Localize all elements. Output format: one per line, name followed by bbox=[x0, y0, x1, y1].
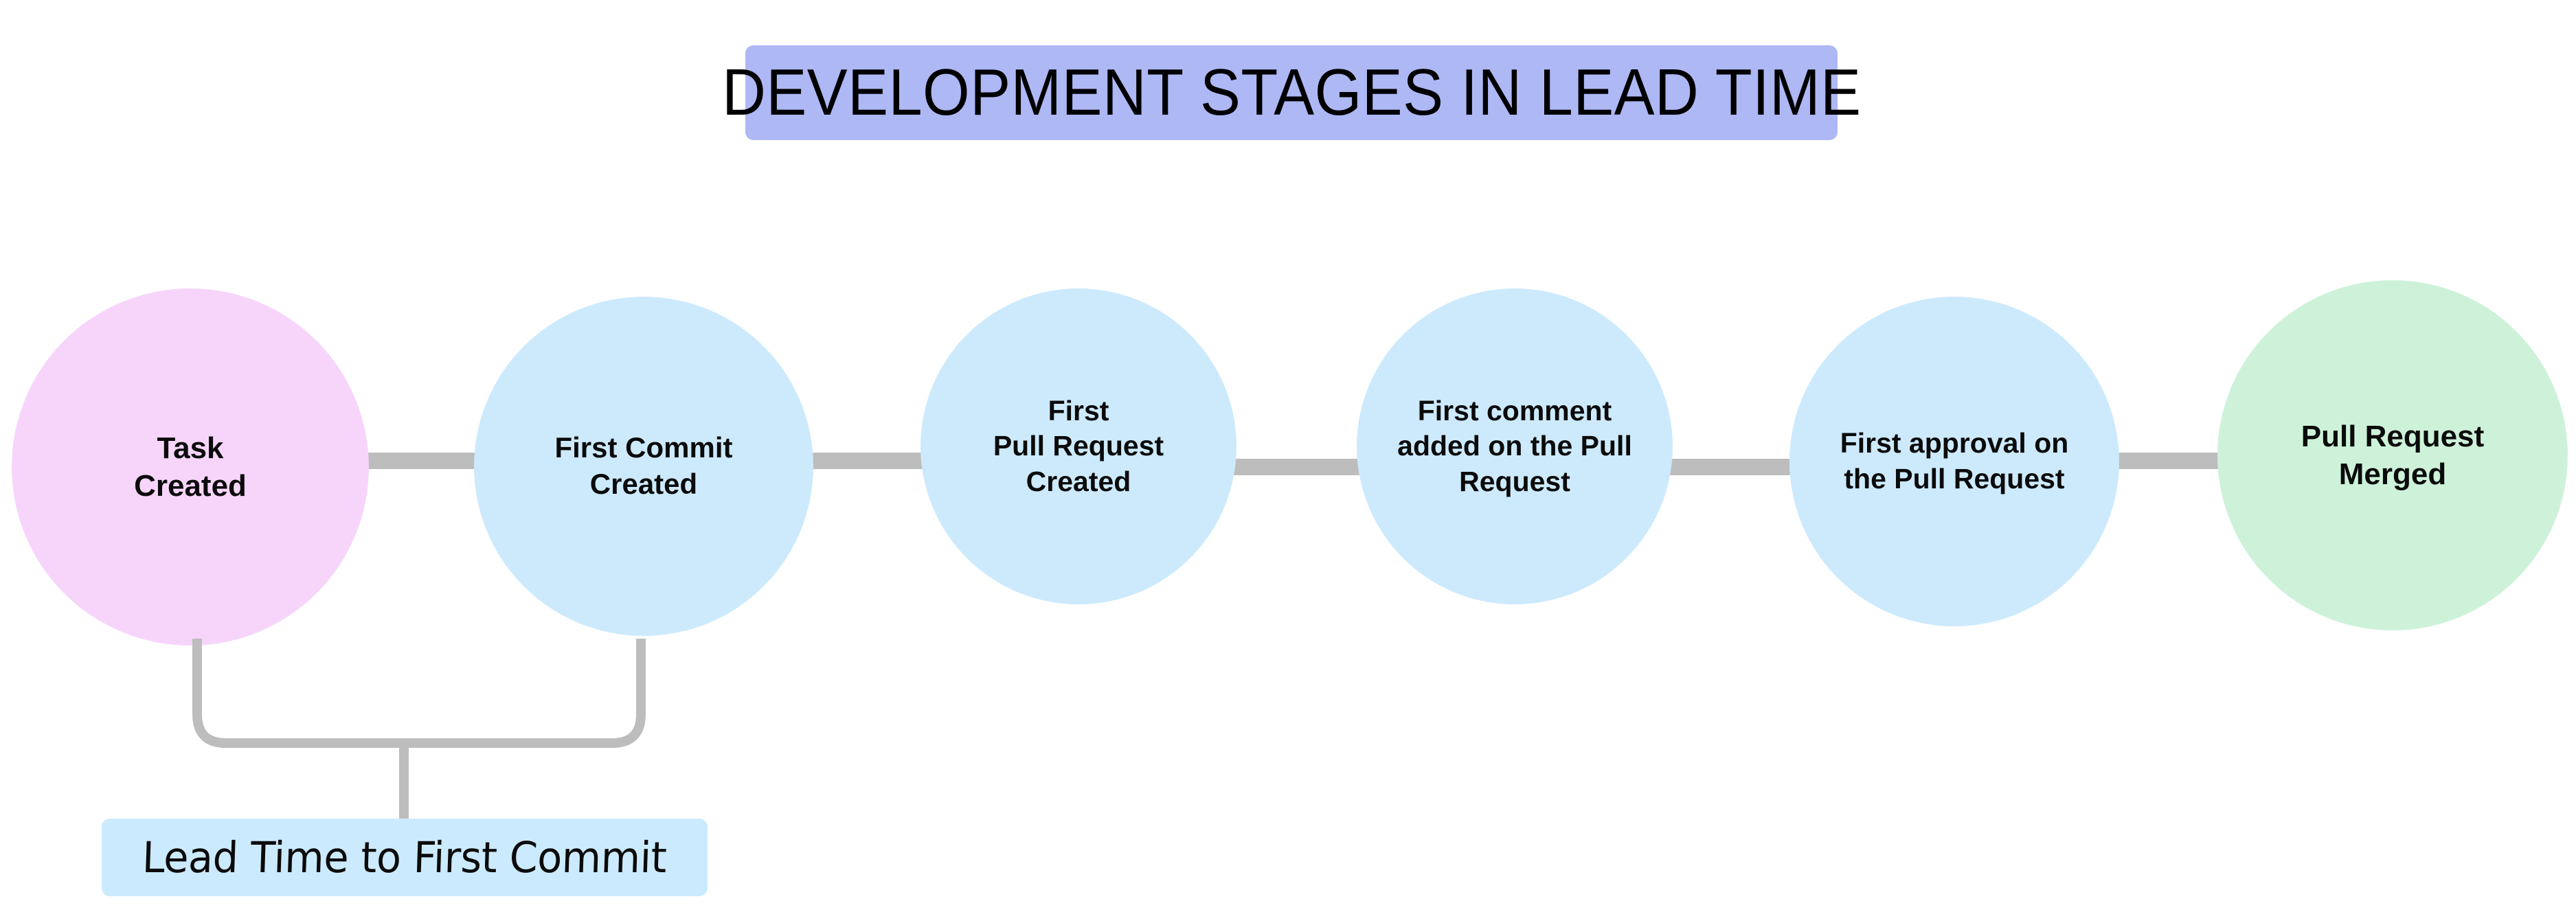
stage-node-first-approval[interactable]: First approval on the Pull Request bbox=[1789, 297, 2119, 626]
lead-time-bracket bbox=[172, 639, 666, 755]
page-title: DEVELOPMENT STAGES IN LEAD TIME bbox=[721, 56, 1862, 129]
connector-stage5-stage6 bbox=[2112, 453, 2226, 469]
connector-stage2-stage3 bbox=[805, 453, 929, 469]
stage-label-first-commit-created: First Commit Created bbox=[554, 431, 733, 500]
stage-label-first-comment-added: First comment added on the Pull Request bbox=[1397, 394, 1632, 497]
stage-node-pull-request-merged[interactable]: Pull Request Merged bbox=[2217, 280, 2568, 630]
stage-label-task-created: Task Created bbox=[134, 431, 247, 503]
connector-stage4-stage5 bbox=[1666, 459, 1796, 475]
stage-label-first-pull-request-created: First Pull Request Created bbox=[993, 394, 1164, 497]
stage-node-first-comment-added[interactable]: First comment added on the Pull Request bbox=[1357, 288, 1673, 604]
stage-node-task-created[interactable]: Task Created bbox=[12, 288, 369, 646]
connector-stage1-stage2 bbox=[362, 453, 480, 469]
stage-label-first-approval: First approval on the Pull Request bbox=[1840, 427, 2069, 494]
annotation-lead-time-to-first-commit[interactable]: Lead Time to First Commit bbox=[102, 819, 708, 896]
connector-stage3-stage4 bbox=[1230, 459, 1364, 475]
stage-label-pull-request-merged: Pull Request Merged bbox=[2301, 419, 2485, 491]
annotation-label: Lead Time to First Commit bbox=[142, 832, 668, 882]
page-title-banner: DEVELOPMENT STAGES IN LEAD TIME bbox=[722, 45, 1861, 140]
stage-node-first-commit-created[interactable]: First Commit Created bbox=[474, 297, 813, 636]
stage-node-first-pull-request-created[interactable]: First Pull Request Created bbox=[920, 288, 1236, 604]
lead-time-bracket-stem bbox=[399, 740, 409, 822]
